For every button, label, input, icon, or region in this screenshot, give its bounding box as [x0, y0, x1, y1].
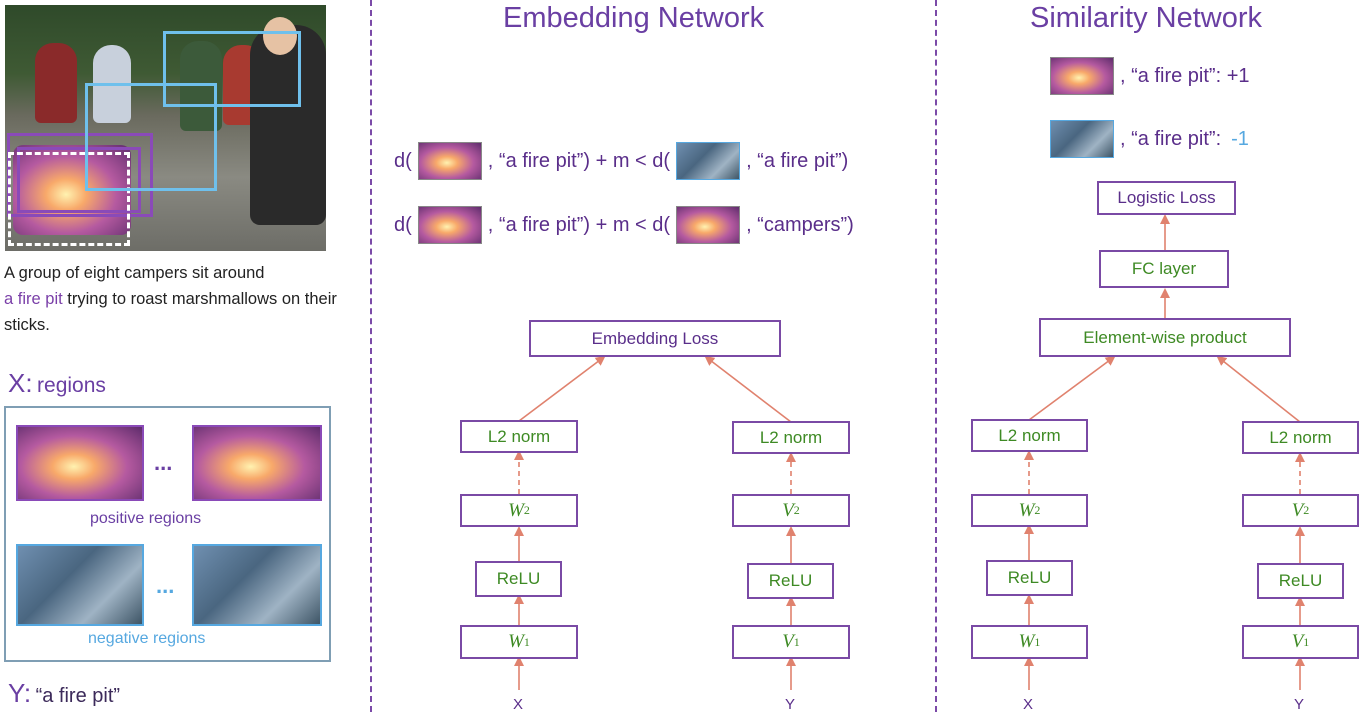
emb-right-l2-norm: L2 norm — [732, 421, 850, 454]
eq-row2-end: , “campers”) — [746, 213, 854, 236]
v2-subscript: 2 — [1303, 503, 1310, 517]
sim-right-input-y: Y — [1294, 696, 1305, 713]
logistic-loss-box: Logistic Loss — [1097, 181, 1236, 215]
region-box-blue — [163, 31, 301, 107]
v2-subscript: 2 — [793, 503, 800, 517]
x-regions-heading: X: regions — [8, 368, 106, 399]
w2-subscript: 2 — [523, 503, 530, 517]
region-box-white-dashed — [8, 152, 130, 246]
sim-left-relu: ReLU — [986, 560, 1073, 596]
similarity-pair-negative: , “a fire pit”: -1 — [1050, 120, 1249, 158]
positive-thumb-icon — [417, 142, 482, 180]
image-caption: A group of eight campers sit around a fi… — [4, 260, 344, 338]
divider-left — [370, 0, 372, 712]
w1-subscript: 1 — [523, 634, 530, 649]
v2-symbol: V — [1291, 499, 1304, 521]
positive-thumb-icon — [417, 206, 482, 244]
person-head — [263, 17, 297, 55]
region-box-blue — [85, 83, 217, 191]
w1-symbol: W — [1018, 631, 1035, 652]
emb-right-relu: ReLU — [747, 563, 834, 599]
emb-left-input-x: X — [513, 696, 524, 713]
negative-regions-label: negative regions — [88, 630, 206, 647]
v2-symbol: V — [782, 499, 794, 521]
equation-row-1: d( , “a fire pit”) + m < d( , “a fire pi… — [394, 142, 848, 180]
arrow — [1028, 355, 1116, 421]
y-label: “a fire pit” — [35, 685, 121, 707]
v1-subscript: 1 — [793, 634, 800, 649]
element-wise-product-box: Element-wise product — [1039, 318, 1291, 357]
w2-symbol: W — [1018, 499, 1035, 521]
caption-text-end: trying to roast marshmallows on their st… — [4, 290, 337, 334]
regions-panel: ... positive regions ... negative region… — [4, 406, 331, 662]
y-symbol: Y: — [8, 678, 32, 708]
positive-thumb-icon — [1050, 57, 1114, 95]
v1-symbol: V — [1291, 631, 1304, 652]
y-phrase-heading: Y: “a fire pit” — [8, 678, 120, 709]
embedding-loss-box: Embedding Loss — [529, 320, 781, 357]
w2-symbol: W — [508, 499, 524, 521]
sim-right-relu: ReLU — [1257, 563, 1344, 599]
caption-text: A group of eight campers sit around — [4, 264, 265, 282]
eq-d-open: d( — [394, 149, 412, 172]
sim-left-input-x: X — [1023, 696, 1034, 713]
positive-regions-label: positive regions — [90, 510, 202, 527]
v1-symbol: V — [782, 631, 794, 652]
arrow — [1216, 355, 1301, 423]
w1-subscript: 1 — [1034, 634, 1041, 649]
fc-layer-box: FC layer — [1099, 250, 1229, 288]
pair-positive-text: , “a fire pit”: +1 — [1120, 64, 1250, 87]
w1-symbol: W — [508, 631, 524, 652]
positive-thumb-icon — [676, 206, 741, 244]
sim-left-l2-norm: L2 norm — [971, 419, 1088, 452]
emb-right-input-y: Y — [785, 696, 796, 713]
divider-right — [935, 0, 937, 712]
campfire-photo — [5, 5, 326, 251]
similarity-pair-positive: , “a fire pit”: +1 — [1050, 57, 1250, 95]
similarity-network-title: Similarity Network — [1030, 2, 1263, 34]
negative-thumb-icon — [676, 142, 741, 180]
eq-d-open: d( — [394, 213, 412, 236]
region-box-purple — [17, 147, 141, 213]
eq-row1-end: , “a fire pit”) — [746, 149, 849, 172]
negative-region-thumb — [192, 544, 322, 626]
arrow — [518, 355, 606, 422]
w2-subscript: 2 — [1034, 503, 1041, 517]
emb-left-l2-norm: L2 norm — [460, 420, 578, 453]
person-silhouette — [35, 43, 77, 123]
x-symbol: X: — [8, 368, 33, 398]
v1-subscript: 1 — [1303, 634, 1310, 649]
eq-row2-mid: , “a fire pit”) + m < d( — [487, 213, 671, 236]
x-label: regions — [37, 374, 106, 397]
negative-thumb-icon — [1050, 120, 1114, 158]
negative-ellipsis: ... — [156, 573, 175, 598]
emb-left-relu: ReLU — [475, 561, 562, 597]
sim-right-l2-norm: L2 norm — [1242, 421, 1359, 454]
embedding-network-title: Embedding Network — [503, 2, 765, 34]
positive-region-thumb — [16, 425, 144, 501]
pair-negative-value: -1 — [1231, 127, 1249, 150]
person-silhouette — [250, 25, 326, 225]
negative-region-thumb — [16, 544, 144, 626]
eq-row1-mid: , “a fire pit”) + m < d( — [487, 149, 671, 172]
positive-region-thumb — [192, 425, 322, 501]
arrow — [704, 355, 792, 423]
caption-highlight: a fire pit — [4, 290, 63, 308]
equation-row-2: d( , “a fire pit”) + m < d( , “campers”) — [394, 206, 854, 244]
positive-ellipsis: ... — [154, 450, 173, 475]
pair-negative-text: , “a fire pit”: — [1120, 127, 1222, 150]
